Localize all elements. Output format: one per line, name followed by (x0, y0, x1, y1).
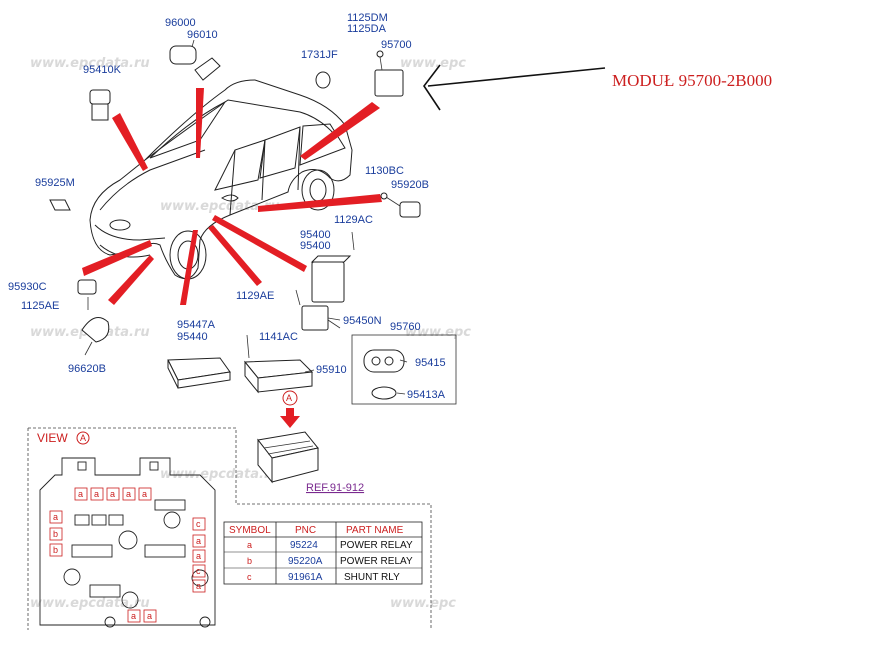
part-number: 1130BC (365, 165, 404, 177)
watermark: www.epcdata.ru (30, 56, 150, 71)
part-number: 95920B (391, 179, 429, 191)
part-number: 1731JF (301, 49, 338, 61)
table-cell: b (247, 556, 252, 566)
view-marker: A (80, 433, 86, 443)
view-frame (27, 427, 432, 630)
svg-text:b: b (53, 529, 58, 539)
symbol-table: SYMBOL PNC PART NAME a 95224 POWER RELAY… (223, 521, 423, 585)
svg-text:a: a (131, 611, 136, 621)
table-cell: SHUNT RLY (344, 572, 400, 583)
group-box-95760 (351, 334, 457, 405)
part-number: 95930C (8, 281, 47, 293)
part-number: 95415 (415, 357, 446, 369)
horn-96620b (81, 317, 110, 356)
part-number: 95447A (177, 319, 216, 331)
part-number: 96010 (187, 29, 218, 41)
module-95440 (167, 357, 231, 389)
part-number: 95760 (390, 321, 421, 333)
label-95925m (49, 199, 71, 211)
part-number: 1125AE (21, 300, 59, 312)
screw-1129ae (295, 289, 301, 306)
key-part (169, 39, 221, 81)
table-cell: POWER RELAY (340, 556, 413, 567)
battery-95413a (371, 386, 397, 400)
watermark: www.epc (400, 56, 466, 71)
junction-box (257, 431, 319, 484)
table-header: PNC (295, 525, 316, 536)
table-cell: 95224 (290, 540, 318, 551)
part-number: 95910 (316, 364, 347, 376)
part-number: 95700 (381, 39, 412, 51)
screw-1129ac (351, 231, 355, 251)
module-95700 (374, 50, 404, 97)
part-number-labels: 96000 96010 95410K 1731JF 1125DM 1125DA … (8, 12, 446, 401)
remote-key-95415 (363, 349, 405, 373)
callout-a: A (280, 390, 300, 428)
sensor-95930c (77, 279, 97, 295)
reference-link[interactable]: REF.91-912 (306, 482, 364, 494)
svg-text:a: a (110, 489, 115, 499)
part-number: 1125DM (347, 12, 388, 24)
table-cell: 95220A (288, 556, 323, 567)
label-leaders (304, 317, 408, 395)
part-number: 1125DA (347, 23, 387, 35)
svg-text:a: a (147, 611, 152, 621)
sensor-95920b (380, 192, 421, 218)
svg-text:a: a (196, 581, 201, 591)
svg-text:b: b (53, 545, 58, 555)
view-marker-circle (76, 431, 90, 445)
svg-text:c: c (196, 566, 201, 576)
part-number: 95925M (35, 177, 75, 189)
screw-1141ac (246, 334, 250, 359)
fuse-letters: a a a a a a b b c a a c a a a (49, 487, 206, 623)
table-header: SYMBOL (229, 525, 271, 536)
watermark: www.epcdata.ru (160, 199, 280, 214)
unit-95450n (301, 305, 341, 331)
table-cell: a (247, 540, 252, 550)
part-number: 95413A (407, 389, 446, 401)
svg-text:a: a (196, 536, 201, 546)
watermark: www.epc (390, 596, 456, 611)
svg-text:c: c (196, 519, 201, 529)
part-number: 96620B (68, 363, 106, 375)
part-number: 96000 (165, 17, 196, 29)
table-cell: 91961A (288, 572, 323, 583)
part-number: 95400 (300, 240, 331, 252)
sensor-95410k (89, 89, 111, 121)
part-number: 95410K (83, 64, 122, 76)
part-number: 95400 (300, 229, 331, 241)
red-leaders (82, 88, 382, 305)
part-number: 1129AC (334, 214, 373, 226)
part-number: 95450N (343, 315, 382, 327)
table-cell: c (247, 572, 252, 582)
part-number: 95440 (177, 331, 208, 343)
part-number: 1141AC (259, 331, 298, 343)
svg-text:a: a (142, 489, 147, 499)
part-number: 1129AE (236, 290, 274, 302)
fuse-box-outline (39, 457, 216, 628)
vehicle-illustration (89, 79, 353, 280)
watermark: www.epcdata.ru (160, 467, 280, 482)
svg-text:A: A (286, 393, 292, 403)
svg-text:a: a (196, 551, 201, 561)
svg-text:a: a (126, 489, 131, 499)
module-label: MODUŁ 95700-2B000 (612, 71, 772, 90)
table-header: PART NAME (346, 525, 404, 536)
view-label: VIEW (37, 431, 68, 445)
arrow-to-module (423, 64, 606, 111)
svg-text:a: a (94, 489, 99, 499)
unit-95910 (243, 359, 314, 394)
table-cell: POWER RELAY (340, 540, 413, 551)
svg-text:a: a (78, 489, 83, 499)
grommet-1731jf (315, 71, 331, 89)
watermark: www.epcdata.ru (30, 596, 150, 611)
watermark: www.epc (405, 325, 471, 340)
unit-95400 (310, 255, 352, 303)
svg-text:a: a (53, 512, 58, 522)
